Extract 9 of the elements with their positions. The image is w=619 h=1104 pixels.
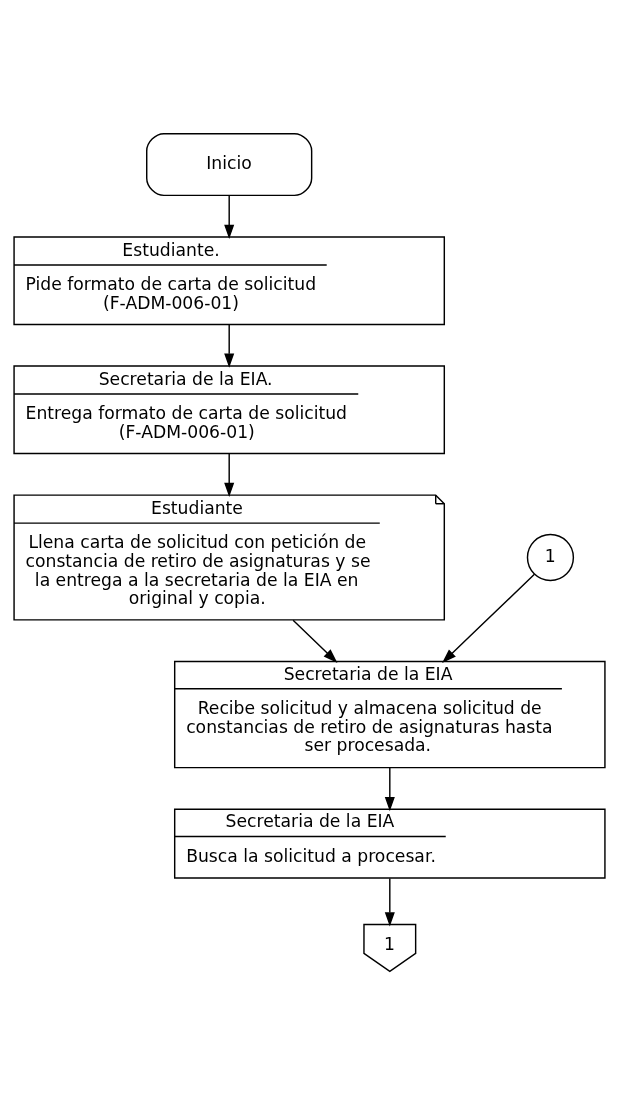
node-circle: 1 bbox=[526, 533, 575, 581]
arrow bbox=[442, 573, 536, 663]
node-box: Inicio bbox=[146, 132, 313, 196]
arrow bbox=[292, 619, 338, 663]
arrow bbox=[384, 877, 395, 927]
arrow bbox=[224, 323, 235, 368]
arrow bbox=[384, 766, 395, 811]
arrow bbox=[224, 194, 235, 239]
arrow bbox=[224, 452, 235, 497]
